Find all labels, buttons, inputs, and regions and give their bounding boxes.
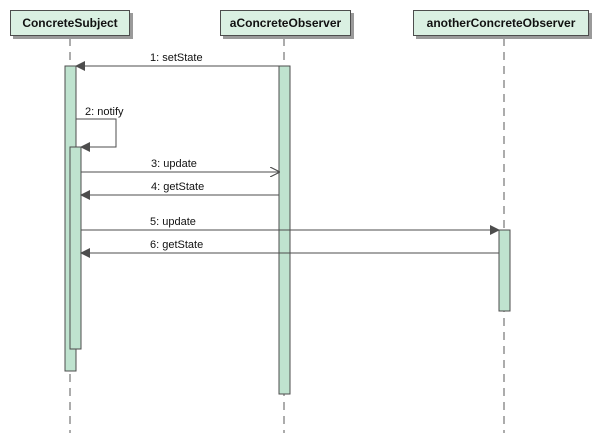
activation-bar-observer2 <box>498 229 511 312</box>
participant-concrete-subject: ConcreteSubject <box>10 10 130 36</box>
participant-another-concrete-observer: anotherConcreteObserver <box>413 10 589 36</box>
message-label-update-observer2: 5: update <box>150 216 196 228</box>
message-label-set-state: 1: setState <box>150 52 203 64</box>
message-label-get-state-observer1: 4: getState <box>151 181 205 193</box>
activation-bar-subject-inner <box>69 146 82 350</box>
message-arrow-notify <box>76 118 117 152</box>
participant-a-concrete-observer: aConcreteObserver <box>220 10 351 36</box>
message-label-get-state-observer2: 6: getState <box>150 239 204 251</box>
message-label-update-observer1: 3: update <box>151 158 197 170</box>
message-label-notify: 2: notify <box>85 106 124 118</box>
